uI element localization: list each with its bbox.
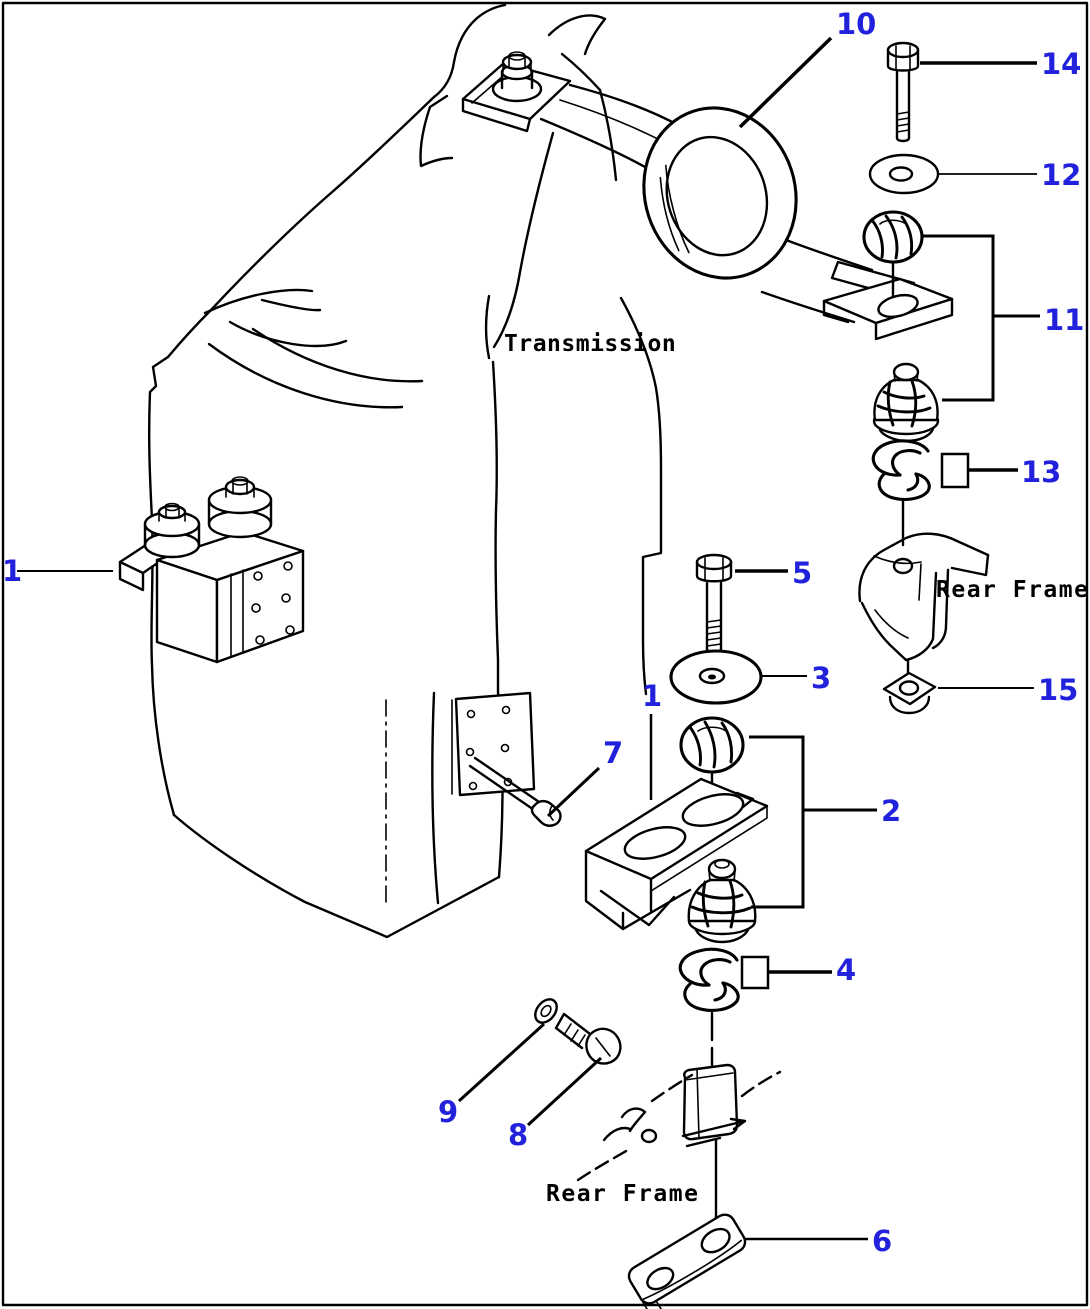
callout-number-11: 11 <box>1044 303 1084 337</box>
callout-number-15: 15 <box>1038 673 1078 707</box>
callout-3: 3 <box>761 661 831 695</box>
leader-line <box>457 1022 546 1103</box>
callout-9: 9 <box>438 1022 546 1129</box>
leader-line <box>526 1056 603 1127</box>
bolt-14 <box>886 41 920 143</box>
top-mount-plate-and-bolt <box>461 51 572 133</box>
cushion-2-lower <box>687 858 757 944</box>
washer-9 <box>534 998 558 1024</box>
callout-number-14: 14 <box>1041 47 1081 81</box>
callout-11: 11 <box>921 234 1084 402</box>
callout-number-10: 10 <box>836 7 876 41</box>
callout-number-1-2: 1 <box>642 679 662 713</box>
callout-1: 1 <box>2 554 113 588</box>
callout-number-12: 12 <box>1041 158 1081 192</box>
callout-number-1: 1 <box>2 554 22 588</box>
callout-number-4: 4 <box>836 953 856 987</box>
callout-6: 6 <box>744 1224 892 1258</box>
washer-3 <box>669 649 763 705</box>
ring-bracket <box>539 83 954 341</box>
callout-13: 13 <box>940 452 1061 489</box>
callout-2: 2 <box>749 735 901 909</box>
callout-10: 10 <box>738 7 876 129</box>
center-mount-bracket <box>584 777 769 931</box>
cushion-11-upper <box>862 210 924 299</box>
link-plate-6 <box>627 1213 747 1309</box>
rubber-block <box>682 1063 739 1141</box>
leader-line <box>738 36 833 129</box>
transmission-housing <box>147 3 663 939</box>
nut-15 <box>882 671 937 715</box>
rear-frame-label-upper: Rear Frame <box>936 577 1089 603</box>
rear-frame-hint-lines <box>576 1070 782 1224</box>
callout-number-5: 5 <box>792 556 812 590</box>
rear-frame-bracket <box>858 532 990 675</box>
callout-number-6: 6 <box>872 1224 892 1258</box>
leader-line <box>546 766 601 818</box>
callout-7: 7 <box>546 736 623 818</box>
clip-4 <box>678 947 740 1074</box>
callout-15: 15 <box>938 673 1078 707</box>
bolt-5 <box>695 553 733 654</box>
callout-number-3: 3 <box>811 661 831 695</box>
callout-number-9: 9 <box>438 1095 458 1129</box>
callout-5: 5 <box>735 556 812 590</box>
callout-12: 12 <box>938 158 1081 192</box>
callout-number-8: 8 <box>508 1118 528 1152</box>
clip-13 <box>871 439 931 547</box>
rear-frame-label-lower: Rear Frame <box>546 1181 699 1207</box>
callout-number-7: 7 <box>603 736 623 770</box>
callout-8: 8 <box>508 1056 603 1152</box>
cushion-11-lower <box>872 362 940 443</box>
leader-line <box>749 735 805 909</box>
callout-number-13: 13 <box>1021 455 1061 489</box>
transmission-label: Transmission <box>504 331 676 357</box>
leader-line <box>921 234 995 402</box>
callout-14: 14 <box>920 47 1081 81</box>
leader-box <box>940 452 970 489</box>
side-mount-plate-and-rod <box>451 691 544 814</box>
leader-box <box>740 955 770 990</box>
callout-number-2: 2 <box>881 794 901 828</box>
pin-7 <box>530 799 562 827</box>
bolt-8 <box>554 1012 622 1065</box>
cushion-2-upper <box>679 716 745 801</box>
callout-4: 4 <box>740 953 856 990</box>
left-mount-assembly <box>118 476 305 664</box>
callout-1-2: 1 <box>642 679 662 800</box>
washer-12 <box>868 153 940 195</box>
